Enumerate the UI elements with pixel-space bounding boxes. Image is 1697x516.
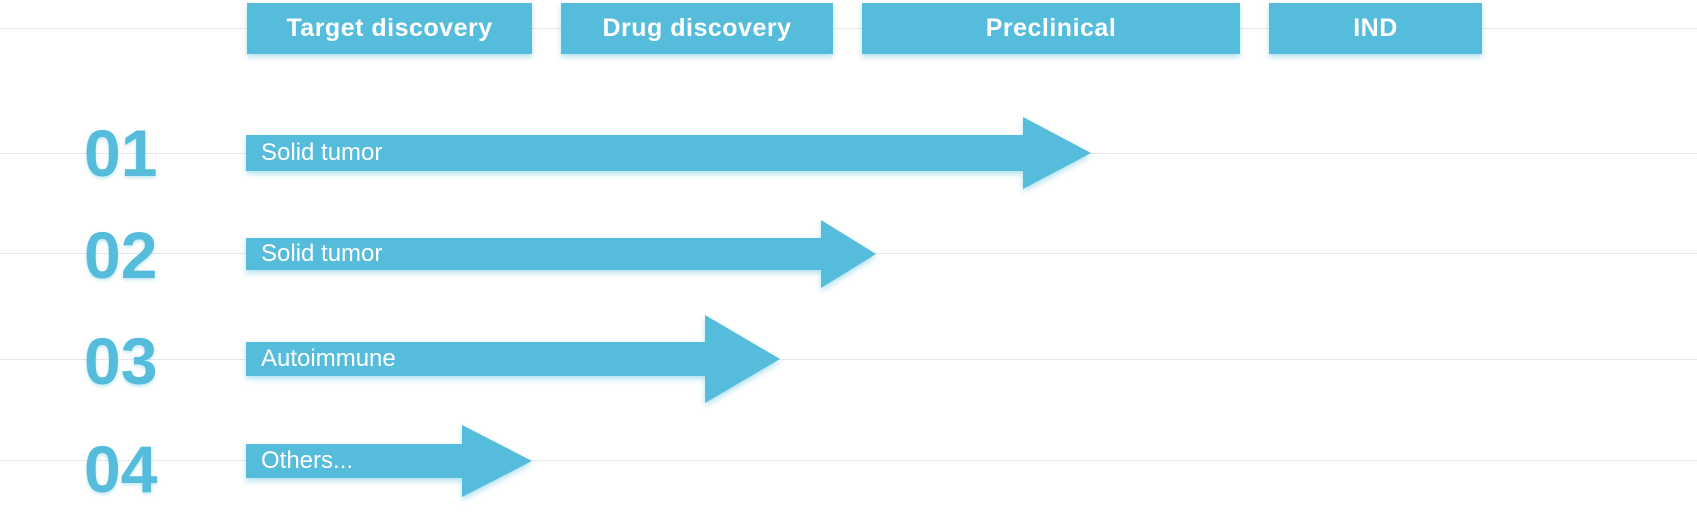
pipeline-arrow-4: Others... — [246, 425, 532, 497]
arrow-shape-1 — [246, 117, 1091, 189]
pipeline-label-3: Autoimmune — [261, 345, 396, 372]
pipeline-number-1: 01 — [84, 116, 158, 190]
guide-line-row-4 — [0, 460, 1697, 461]
pipeline-number-3: 03 — [84, 324, 158, 398]
stage-target-discovery: Target discovery — [247, 3, 532, 54]
stage-drug-discovery: Drug discovery — [561, 3, 833, 54]
pipeline-label-1: Solid tumor — [261, 139, 383, 166]
arrow-shape-4 — [246, 425, 532, 497]
arrow-shape-2 — [246, 220, 876, 288]
arrow-shape-3 — [246, 315, 780, 403]
pipeline-label-2: Solid tumor — [261, 240, 383, 267]
pipeline-arrow-1: Solid tumor — [246, 117, 1091, 189]
guide-line-header — [0, 28, 1697, 29]
pipeline-label-4: Others... — [261, 447, 354, 474]
pipeline-arrow-3: Autoimmune — [246, 315, 780, 403]
pipeline-arrow-2: Solid tumor — [246, 220, 876, 288]
pipeline-number-4: 04 — [84, 432, 158, 506]
stage-preclinical: Preclinical — [862, 3, 1240, 54]
stage-ind: IND — [1269, 3, 1482, 54]
guide-line-row-3 — [0, 359, 1697, 360]
pipeline-number-2: 02 — [84, 218, 158, 292]
